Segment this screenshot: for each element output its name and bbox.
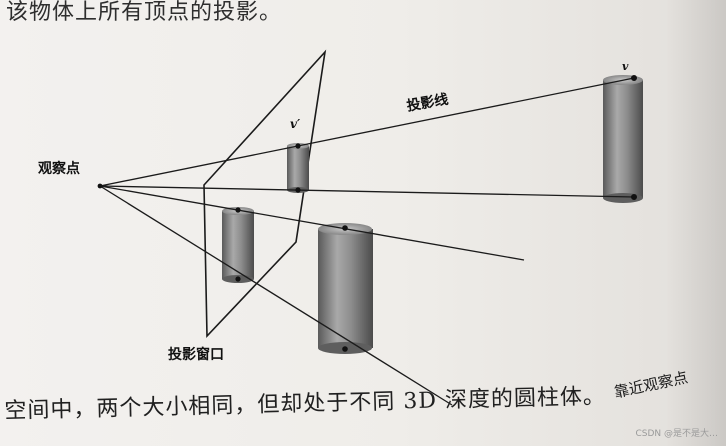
- projection-window-label: 投影窗口: [168, 347, 224, 363]
- projected-cylinder-top: [287, 143, 309, 193]
- projection-window: [203, 49, 327, 338]
- projection-line-bottom-vertex: [99, 185, 635, 198]
- far-cylinder-top: [603, 75, 643, 203]
- top-text-line: 该物体上所有顶点的投影。: [6, 0, 283, 25]
- projected-vertex-label: v′: [290, 117, 301, 131]
- projection-lines: [99, 77, 635, 406]
- projection-line-low: [99, 185, 453, 406]
- watermark: CSDN @是不是大…: [635, 429, 718, 439]
- projection-line-mid: [99, 185, 525, 261]
- projection-line-top-vertex: [99, 77, 635, 187]
- vertex-dots: [97, 75, 637, 352]
- observer-label: 观察点: [38, 161, 80, 177]
- near-cylinder-large: [318, 223, 373, 354]
- vertex-label: v: [622, 60, 629, 73]
- page-shadow: [666, 0, 726, 446]
